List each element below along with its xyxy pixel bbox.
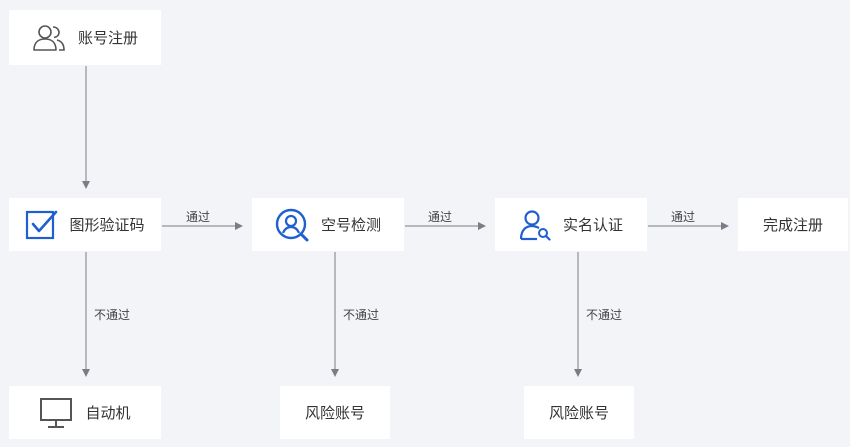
edge-label-pass-1: 通过: [186, 210, 211, 224]
node-label: 空号检测: [320, 216, 381, 234]
node-label: 图形验证码: [69, 216, 145, 234]
node-realname-auth: 实名认证: [495, 198, 647, 251]
checkbox-icon: [25, 208, 59, 242]
node-label: 风险账号: [548, 404, 609, 422]
monitor-icon: [39, 397, 73, 429]
node-label: 自动机: [85, 404, 131, 422]
node-bot: 自动机: [9, 386, 161, 439]
node-label: 风险账号: [304, 404, 365, 422]
user-magnify-icon: [519, 209, 551, 241]
user-search-icon: [275, 208, 309, 242]
node-registration-complete: 完成注册: [738, 198, 848, 251]
edge-label-fail-2: 不通过: [343, 308, 380, 322]
node-empty-number-check: 空号检测: [252, 198, 404, 251]
node-label: 实名认证: [562, 216, 623, 234]
edge-label-pass-3: 通过: [671, 210, 696, 224]
edge-label-fail-3: 不通过: [586, 308, 623, 322]
edge-label-fail-1: 不通过: [94, 308, 131, 322]
node-captcha: 图形验证码: [9, 198, 161, 251]
node-account-register: 账号注册: [9, 10, 161, 65]
users-icon: [32, 24, 66, 52]
node-label: 完成注册: [762, 216, 823, 234]
edge-label-pass-2: 通过: [428, 210, 453, 224]
node-risk-account-1: 风险账号: [280, 386, 390, 439]
node-label: 账号注册: [77, 29, 138, 47]
node-risk-account-2: 风险账号: [524, 386, 634, 439]
